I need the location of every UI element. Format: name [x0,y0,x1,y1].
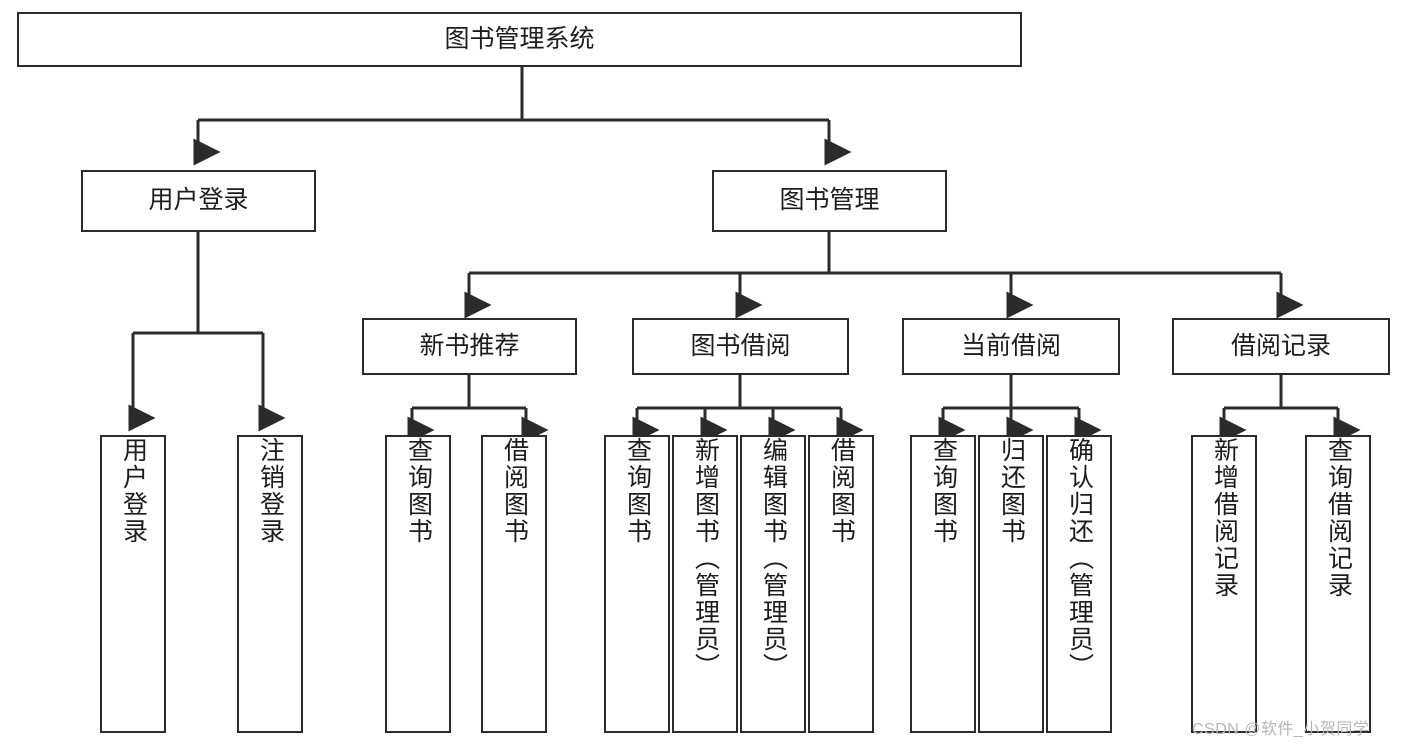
leaf-add-record[interactable]: 新增借阅记录 [1191,435,1257,733]
leaf-query-book-3-label: 查询图书 [929,437,958,545]
leaf-query-book-1[interactable]: 查询图书 [385,435,451,733]
node-new-book-rec[interactable]: 新书推荐 [362,318,577,375]
node-root-label: 图书管理系统 [444,24,595,53]
node-root[interactable]: 图书管理系统 [17,12,1022,67]
node-borrow-record-label: 借阅记录 [1230,331,1331,360]
leaf-user-login-label: 用户登录 [119,437,148,545]
node-current-borrow[interactable]: 当前借阅 [902,318,1120,375]
node-user-login-label: 用户登录 [148,186,249,215]
leaf-add-book[interactable]: 新增图书（管理员） [672,435,738,733]
leaf-query-book-2[interactable]: 查询图书 [604,435,670,733]
leaf-query-book-1-label: 查询图书 [404,437,433,545]
csdn-watermark: CSDN @软件_小贺同学 [1192,721,1370,738]
leaf-confirm-return[interactable]: 确认归还（管理员） [1046,435,1112,733]
leaf-add-record-label: 新增借阅记录 [1210,437,1239,599]
leaf-confirm-return-label: 确认归还（管理员） [1065,437,1094,680]
leaf-user-login[interactable]: 用户登录 [100,435,166,733]
node-book-manage-label: 图书管理 [779,186,880,215]
leaf-borrow-book-1[interactable]: 借阅图书 [481,435,547,733]
leaf-query-book-3[interactable]: 查询图书 [910,435,976,733]
leaf-borrow-book-2-label: 借阅图书 [827,437,856,545]
leaf-borrow-book-1-label: 借阅图书 [500,437,529,545]
leaf-edit-book-label: 编辑图书（管理员） [759,437,788,680]
leaf-return-book[interactable]: 归还图书 [978,435,1044,733]
node-user-login[interactable]: 用户登录 [81,170,316,232]
node-new-book-rec-label: 新书推荐 [419,331,520,360]
leaf-return-book-label: 归还图书 [997,437,1026,545]
node-borrow-record[interactable]: 借阅记录 [1172,318,1390,375]
node-book-borrow[interactable]: 图书借阅 [632,318,849,375]
leaf-edit-book[interactable]: 编辑图书（管理员） [740,435,806,733]
node-book-manage[interactable]: 图书管理 [712,170,947,232]
node-current-borrow-label: 当前借阅 [960,331,1061,360]
leaf-query-record[interactable]: 查询借阅记录 [1305,435,1371,733]
leaf-query-record-label: 查询借阅记录 [1324,437,1353,599]
node-book-borrow-label: 图书借阅 [690,331,791,360]
leaf-logout[interactable]: 注销登录 [237,435,303,733]
leaf-borrow-book-2[interactable]: 借阅图书 [808,435,874,733]
leaf-add-book-label: 新增图书（管理员） [691,437,720,680]
leaf-logout-label: 注销登录 [256,437,285,545]
leaf-query-book-2-label: 查询图书 [623,437,652,545]
